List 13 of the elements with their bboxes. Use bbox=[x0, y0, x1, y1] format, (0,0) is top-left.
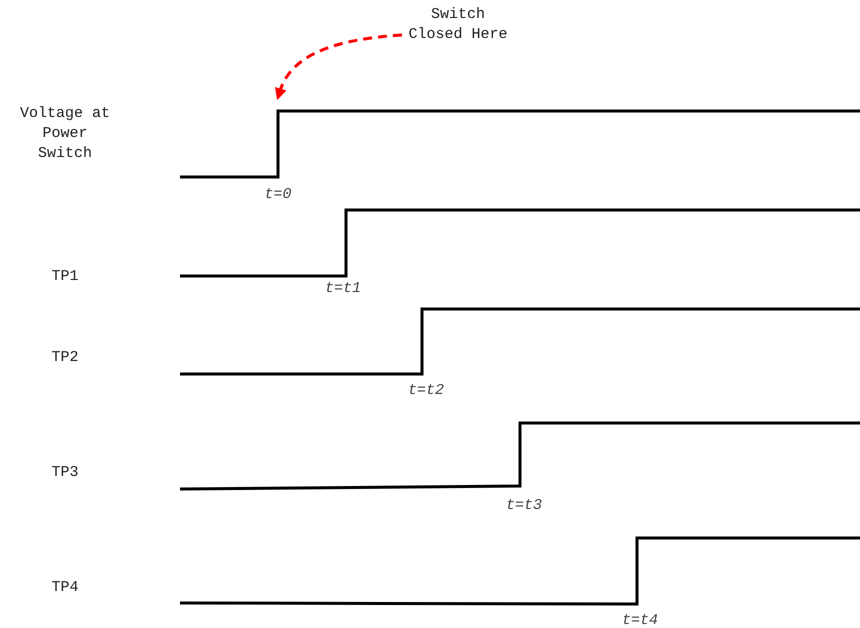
time-label: t=0 bbox=[263, 185, 292, 205]
rising-edge bbox=[276, 110, 280, 178]
time-label: t=t3 bbox=[504, 496, 543, 516]
signal-label: TP2 bbox=[50, 348, 80, 368]
signal-label: TP4 bbox=[50, 578, 80, 598]
curved-arrow bbox=[275, 34, 402, 100]
signal-label: TP3 bbox=[50, 463, 80, 483]
annotation-text: Switch Closed Here bbox=[406, 5, 510, 45]
signal-label: Voltage at Power Switch bbox=[18, 104, 111, 164]
time-label: t=t2 bbox=[406, 381, 445, 401]
signal-label: TP1 bbox=[50, 267, 80, 287]
time-label: t=t4 bbox=[620, 611, 659, 628]
time-label: t=t1 bbox=[324, 279, 362, 299]
